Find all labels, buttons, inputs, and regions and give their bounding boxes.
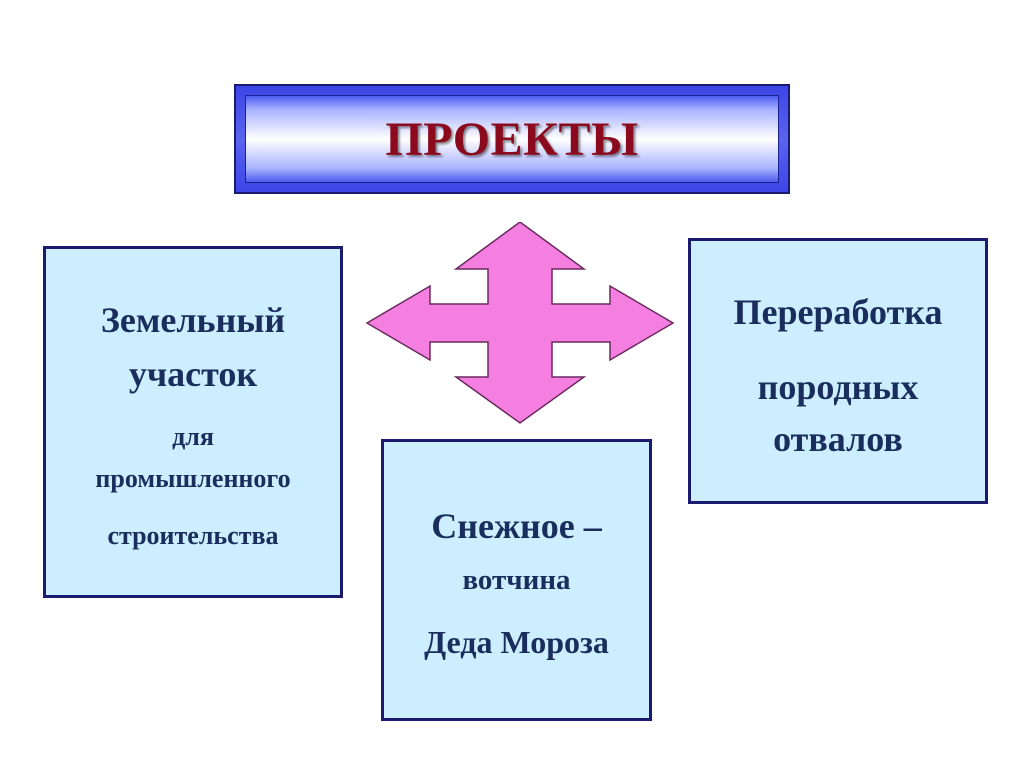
project-box-snezhnoe: Снежное – вотчина Деда Мороза <box>381 439 652 721</box>
title-banner: ПРОЕКТЫ <box>234 84 790 194</box>
page-title: ПРОЕКТЫ <box>385 112 639 166</box>
project-land-line5: строительства <box>107 521 279 550</box>
project-land-line2: участок <box>128 354 258 394</box>
project-waste-line3: отвалов <box>773 419 903 459</box>
project-land-line3: для <box>172 422 214 451</box>
project-snezhnoe-line1: Снежное – <box>431 506 602 546</box>
title-banner-inner: ПРОЕКТЫ <box>245 95 779 183</box>
project-snezhnoe-line2: вотчина <box>462 564 571 596</box>
project-box-land-plot: Земельный участок для промышленного стро… <box>43 246 343 598</box>
four-way-arrow-icon <box>365 222 675 424</box>
project-snezhnoe-line3: Деда Мороза <box>424 624 609 660</box>
project-waste-line1: Переработка <box>733 292 943 332</box>
project-box-waste-processing: Переработка породных отвалов <box>688 238 988 504</box>
four-way-arrow-shape <box>365 222 675 424</box>
project-land-line1: Земельный <box>100 300 286 340</box>
project-land-line4: промышленного <box>95 464 291 493</box>
project-waste-line2: породных <box>757 367 919 407</box>
